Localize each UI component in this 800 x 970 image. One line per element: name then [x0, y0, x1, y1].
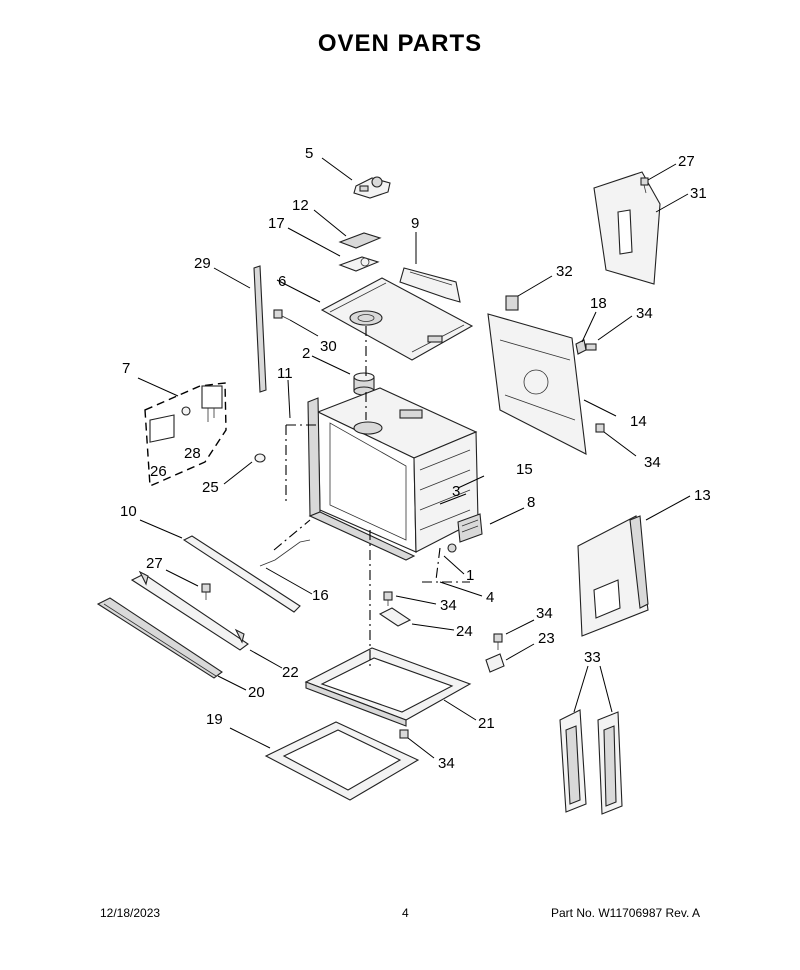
part-8-control: [457, 513, 483, 543]
callout-30: 30: [320, 338, 337, 355]
footer-date: 12/18/2023: [100, 906, 161, 920]
callout-34-a: 34: [636, 305, 653, 322]
callout-13: 13: [694, 487, 711, 504]
part-29-gasket: [253, 265, 267, 393]
callout-9: 9: [411, 215, 419, 232]
callout-15: 15: [516, 461, 533, 478]
page-title: OVEN PARTS: [317, 30, 483, 57]
callout-16: 16: [312, 587, 329, 604]
part-16-wire: [259, 539, 311, 567]
callout-12: 12: [292, 197, 309, 214]
callout-2: 2: [302, 345, 310, 362]
part-19-inner-door: [264, 721, 420, 801]
callout-3: 3: [452, 483, 460, 500]
screw-30: [273, 309, 291, 321]
callout-18: 18: [590, 295, 607, 312]
callout-labels: 5 12 17 9 29 6 30 2 11 7 28 26 25 3 15 8…: [120, 145, 711, 772]
part-14-rear-panel: [487, 313, 587, 455]
screw-27-mid: [201, 583, 211, 600]
part-11-front-frame: [307, 397, 416, 561]
assembly-centerlines: [273, 326, 470, 668]
callout-28: 28: [184, 445, 201, 462]
callout-24: 24: [456, 623, 473, 640]
callout-20: 20: [248, 684, 265, 701]
callout-11: 11: [277, 365, 293, 382]
callout-14: 14: [630, 413, 647, 430]
part-21-bottom-tray: [304, 647, 472, 727]
callout-26: 26: [150, 463, 167, 480]
callout-1: 1: [466, 567, 474, 584]
part-6-top-cover: [320, 277, 474, 361]
callout-31: 31: [690, 185, 707, 202]
callout-22: 22: [282, 664, 299, 681]
screw-34-b: [595, 423, 605, 433]
callout-8: 8: [527, 494, 535, 511]
screws: [201, 177, 649, 739]
callout-25: 25: [202, 479, 219, 496]
part-24-bracket: [378, 607, 412, 627]
callout-19: 19: [206, 711, 223, 728]
callout-21: 21: [478, 715, 495, 732]
screw-34-a: [585, 343, 597, 351]
callout-5: 5: [305, 145, 313, 162]
leader-lines: [137, 157, 691, 759]
callout-23: 23: [538, 630, 555, 647]
part-22-bracket: [130, 570, 249, 651]
callout-27-top: 27: [678, 153, 695, 170]
callout-33: 33: [584, 649, 601, 666]
part-17-plate: [338, 256, 380, 272]
callout-6: 6: [278, 273, 286, 290]
part-20-door-strip: [96, 597, 223, 679]
footer-part-number: Part No. W11706987 Rev. A: [551, 906, 700, 920]
callout-34-d: 34: [536, 605, 553, 622]
callout-7: 7: [122, 360, 130, 377]
part-12-bracket: [338, 232, 382, 249]
footer-page-number: 4: [402, 906, 409, 920]
callout-17: 17: [268, 215, 285, 232]
screw-1: [447, 543, 457, 553]
callout-34-e: 34: [438, 755, 455, 772]
part-32-clip: [505, 295, 519, 311]
part-33-rails: [559, 709, 623, 815]
screw-34-c: [383, 591, 393, 606]
callout-4: 4: [486, 589, 494, 606]
part-25-grommet: [254, 453, 266, 463]
screw-18: [575, 339, 587, 355]
callout-34-b: 34: [644, 454, 661, 471]
part-13-side-panel: [577, 515, 649, 637]
part-9-shield: [399, 267, 461, 303]
callout-34-c: 34: [440, 597, 457, 614]
part-31-rear-cover: [593, 171, 661, 285]
screw-34-d: [493, 633, 503, 650]
screw-27-top: [640, 177, 649, 194]
callout-29: 29: [194, 255, 211, 272]
part-7-control-kit: [144, 382, 227, 488]
screw-23-bracket: [485, 653, 505, 673]
part-5-sensor: [353, 176, 391, 199]
callout-10: 10: [120, 503, 137, 520]
screw-34-e: [399, 729, 409, 739]
callout-27-mid: 27: [146, 555, 163, 572]
callout-32: 32: [556, 263, 573, 280]
part-10-trim: [182, 535, 301, 613]
